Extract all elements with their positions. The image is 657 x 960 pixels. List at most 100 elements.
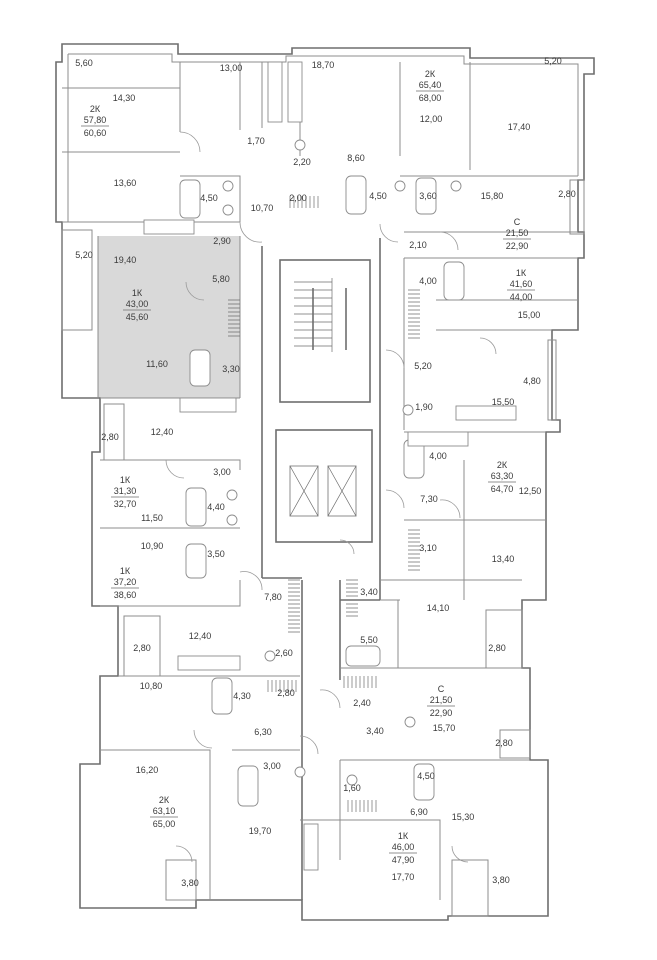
room-area-label: 2,80 [488,643,506,653]
apartment-type: 2К [425,69,436,79]
room-area-label: 4,30 [233,691,251,701]
room-area-label: 4,50 [417,771,435,781]
apartment-total-area: 44,00 [510,292,533,302]
room-area-label: 5,50 [360,635,378,645]
room-area-label: 2,40 [353,698,371,708]
room-area-label: 7,30 [420,494,438,504]
apartment-living-area: 63,10 [153,806,176,816]
room-area-label: 17,40 [508,122,531,132]
apartment-total-area: 47,90 [392,855,415,865]
room-labels: 5,6014,3013,6013,001,704,5010,7018,7012,… [75,56,576,888]
room-area-label: 2,80 [277,688,295,698]
apartment-type: 1К [120,566,131,576]
room-area-label: 2,60 [275,648,293,658]
room-area-label: 12,40 [189,631,212,641]
apartment-total-area: 45,60 [126,312,149,322]
room-area-label: 2,20 [293,157,311,167]
room-area-label: 17,70 [392,872,415,882]
room-area-label: 10,90 [141,541,164,551]
bathroom-fixtures [179,139,465,807]
apartment-type: 2К [159,795,170,805]
room-area-label: 5,20 [75,250,93,260]
room-area-label: 15,70 [433,723,456,733]
room-area-label: 2,80 [558,189,576,199]
wardrobes [228,196,420,812]
room-area-label: 19,40 [114,255,137,265]
room-area-label: 12,40 [151,427,174,437]
apartment-living-area: 41,60 [510,279,533,289]
room-area-label: 2,80 [133,643,151,653]
room-area-label: 10,80 [140,681,163,691]
room-area-label: 4,00 [429,451,447,461]
apartment-label: С21,50 22,90 [427,684,455,718]
apartment-type: 2К [90,104,101,114]
apartment-type: 2К [497,460,508,470]
stair-core [279,259,371,403]
apartment-type: 1К [120,475,131,485]
room-area-label: 3,80 [181,878,199,888]
room-area-label: 1,60 [343,783,361,793]
room-area-label: 12,00 [420,114,443,124]
apartment-type: С [438,684,445,694]
room-area-label: 5,20 [544,56,562,66]
room-area-label: 11,60 [146,359,168,369]
room-area-label: 15,30 [452,812,475,822]
apartment-living-area: 43,00 [126,299,149,309]
interior-walls-left [62,62,300,900]
room-area-label: 2,10 [409,240,427,250]
room-area-label: 7,80 [264,592,282,602]
room-area-label: 6,30 [254,727,272,737]
room-area-label: 3,10 [419,543,437,553]
room-area-label: 2,90 [213,236,231,246]
room-area-label: 15,00 [518,310,541,320]
room-area-label: 14,30 [113,93,136,103]
room-area-label: 1,70 [247,136,265,146]
apartment-living-area: 21,50 [506,228,529,238]
room-area-label: 15,50 [492,397,515,407]
room-area-label: 3,40 [366,726,384,736]
kitchen-counters [143,61,517,871]
room-area-label: 8,60 [347,153,365,163]
room-area-label: 3,60 [419,191,437,201]
room-area-label: 4,00 [419,276,437,286]
apartment-type: 1К [132,288,143,298]
apartment-type: С [514,217,521,227]
room-area-label: 4,40 [207,502,225,512]
apartment-living-area: 63,30 [491,471,514,481]
apartment-type: 1К [516,268,527,278]
apartment-type: 1К [398,831,409,841]
room-area-label: 3,30 [222,364,240,374]
room-area-label: 14,10 [427,603,450,613]
room-area-label: 5,60 [75,58,93,68]
elevator-shafts [275,429,373,543]
apartment-total-area: 64,70 [491,484,514,494]
apartment-living-area: 21,50 [430,695,453,705]
room-area-label: 13,00 [220,63,243,73]
apartment-living-area: 65,40 [419,80,442,90]
apartment-living-area: 46,00 [392,842,415,852]
room-area-label: 3,00 [213,467,231,477]
room-area-label: 19,70 [249,826,272,836]
apartment-total-area: 22,90 [430,708,453,718]
room-area-label: 1,90 [415,402,433,412]
room-area-label: 4,50 [369,191,387,201]
building-outline [55,43,595,921]
stair-flights [294,278,347,352]
room-area-label: 6,90 [410,807,428,817]
apartment-total-area: 65,00 [153,819,176,829]
room-area-label: 12,50 [519,486,542,496]
room-area-label: 11,50 [141,513,163,523]
room-area-label: 13,60 [114,178,137,188]
balconies [61,179,585,917]
room-area-label: 13,40 [492,554,515,564]
apartment-total-area: 68,00 [419,93,442,103]
room-area-label: 3,80 [492,875,510,885]
room-area-label: 16,20 [136,765,159,775]
room-area-label: 2,80 [495,738,513,748]
